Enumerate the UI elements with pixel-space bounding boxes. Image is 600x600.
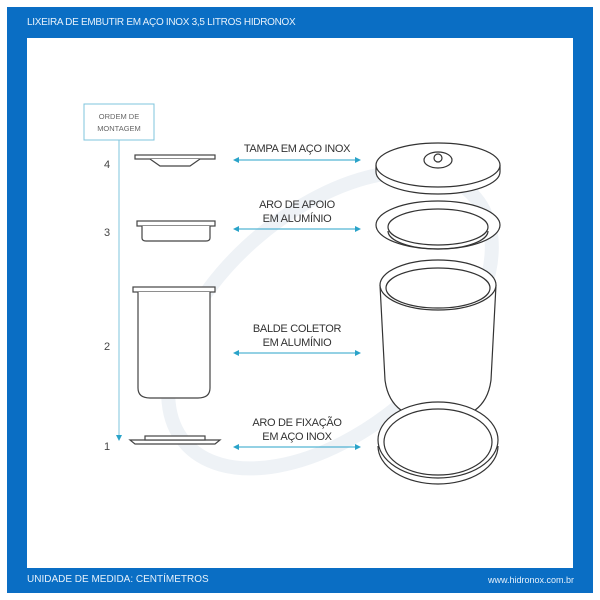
- order-box: [83, 103, 155, 141]
- website-link[interactable]: www.hidronox.com.br: [487, 575, 574, 585]
- step-number-4: 4: [104, 159, 110, 171]
- bucket-profile: [132, 286, 216, 399]
- diagram-title: LIXEIRA DE EMBUTIR EM AÇO INOX 3,5 LITRO…: [27, 17, 296, 28]
- part-label-support-ring-1: ARO DE APOIO: [259, 199, 336, 211]
- order-line2: MONTAGEM: [97, 124, 141, 133]
- step-number-3: 3: [104, 227, 110, 239]
- measure-unit: UNIDADE DE MEDIDA: CENTÍMETROS: [27, 574, 209, 585]
- part-label-bucket-2: EM ALUMÍNIO: [263, 336, 333, 349]
- part-label-fixing-ring-1: ARO DE FIXAÇÃO: [252, 416, 342, 429]
- step-number-1: 1: [104, 441, 110, 453]
- part-label-fixing-ring-2: EM AÇO INOX: [262, 431, 332, 443]
- support-ring-profile: [136, 220, 216, 242]
- step-number-2: 2: [104, 341, 110, 353]
- order-line1: ORDEM DE: [99, 112, 139, 121]
- lid-perspective: [375, 142, 501, 195]
- lid-profile: [134, 154, 216, 167]
- fixing-ring-perspective: [377, 401, 499, 485]
- fixing-ring-profile: [128, 435, 222, 445]
- support-ring-perspective: [375, 200, 501, 250]
- part-label-bucket-1: BALDE COLETOR: [253, 323, 342, 335]
- part-label-lid: TAMPA EM AÇO INOX: [244, 143, 351, 155]
- part-label-support-ring-2: EM ALUMÍNIO: [263, 212, 333, 225]
- bucket-perspective: [379, 259, 497, 421]
